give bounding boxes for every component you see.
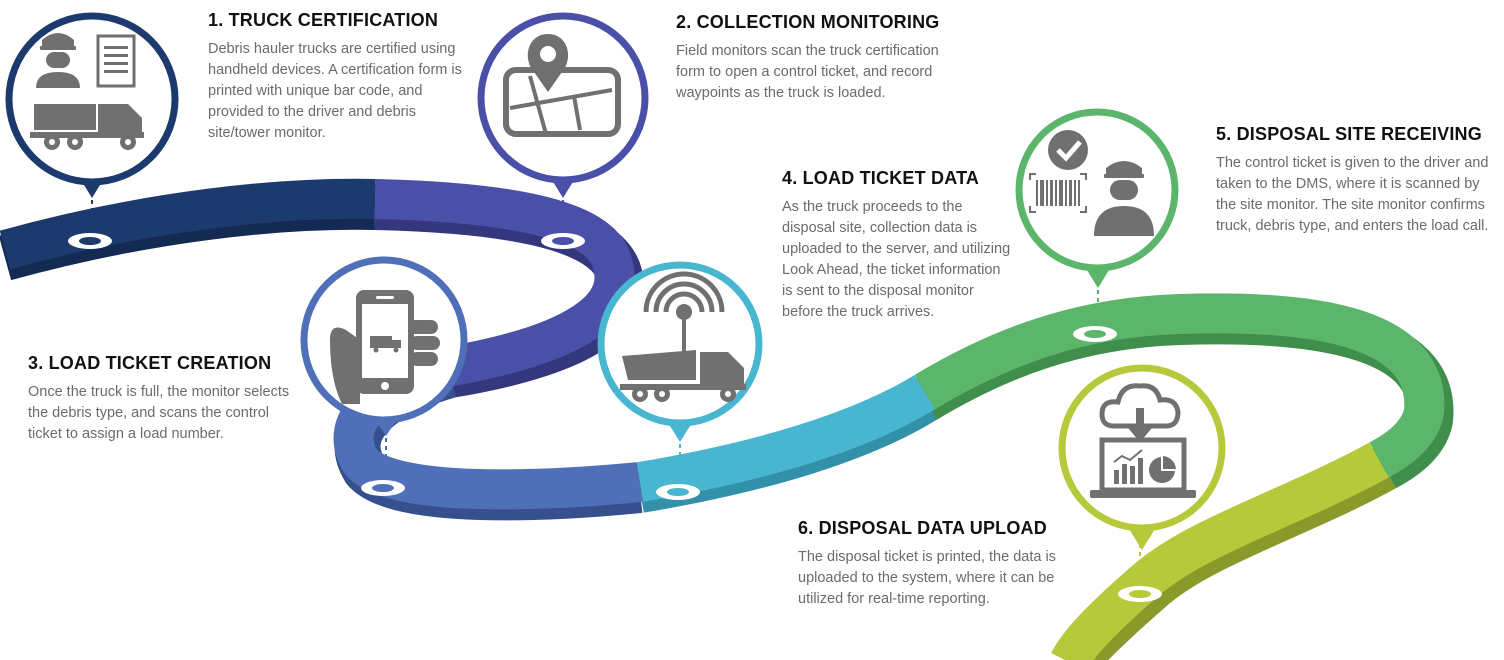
step-1-marker: [5, 12, 179, 249]
step-3-title: 3. LOAD TICKET CREATION: [28, 353, 272, 373]
hand-phone-icon: [330, 290, 440, 404]
step-6-title: 6. DISPOSAL DATA UPLOAD: [798, 518, 1047, 538]
road-segment-5: [914, 293, 1445, 478]
road-segment-6: [1051, 442, 1389, 660]
step-2-marker: [477, 12, 649, 249]
step-5: 5. DISPOSAL SITE RECEIVING The control t…: [1216, 124, 1494, 237]
step-3: 3. LOAD TICKET CREATION Once the truck i…: [28, 353, 290, 445]
step-6-marker: [1058, 364, 1226, 602]
road-segment-4: [636, 374, 936, 502]
step-5-marker: [1015, 108, 1179, 342]
step-4-title: 4. LOAD TICKET DATA: [782, 168, 980, 188]
step-5-title: 5. DISPOSAL SITE RECEIVING: [1216, 124, 1482, 144]
step-6: 6. DISPOSAL DATA UPLOAD The disposal tic…: [798, 518, 1068, 610]
step-1: 1. TRUCK CERTIFICATION Debris hauler tru…: [208, 10, 463, 144]
step-1-description: Debris hauler trucks are certified using…: [208, 41, 462, 141]
step-2-title: 2. COLLECTION MONITORING: [676, 12, 940, 32]
step-4: 4. LOAD TICKET DATA As the truck proceed…: [782, 168, 1014, 323]
step-2-description: Field monitors scan the truck certificat…: [676, 43, 939, 101]
step-2: 2. COLLECTION MONITORING Field monitors …: [676, 12, 956, 104]
step-1-title: 1. TRUCK CERTIFICATION: [208, 10, 439, 30]
step-3-marker: [300, 256, 468, 496]
road-segment-1: [0, 178, 376, 270]
cloud-laptop-chart-icon: [1090, 383, 1196, 498]
step-4-marker: [597, 261, 763, 500]
barcode-check-worker-icon: [1029, 130, 1154, 236]
step-4-description: As the truck proceeds to the disposal si…: [782, 199, 1011, 320]
worker-document-truck-icon: [30, 33, 144, 150]
step-3-description: Once the truck is full, the monitor sele…: [28, 384, 290, 442]
signal-truck-icon: [620, 271, 746, 402]
road-segment-2: [374, 179, 635, 387]
map-pin-icon: [503, 34, 621, 137]
step-5-description: The control ticket is given to the drive…: [1216, 155, 1489, 234]
step-6-description: The disposal ticket is printed, the data…: [798, 549, 1056, 607]
